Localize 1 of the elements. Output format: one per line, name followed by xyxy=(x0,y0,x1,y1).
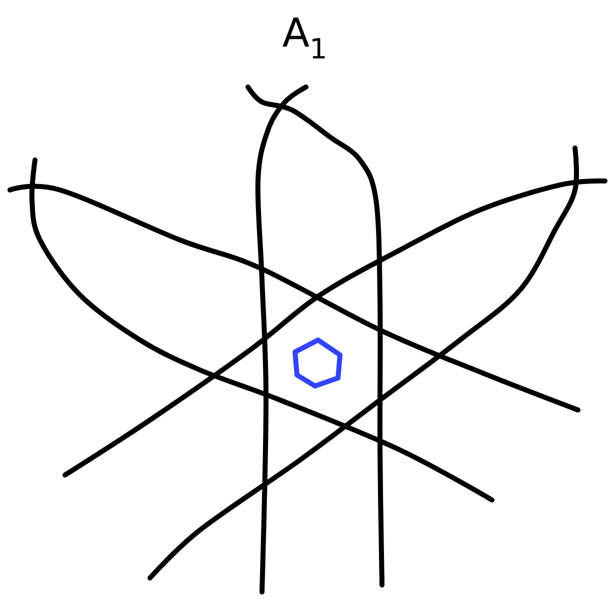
heading: A$_{1}$ xyxy=(282,18,325,58)
